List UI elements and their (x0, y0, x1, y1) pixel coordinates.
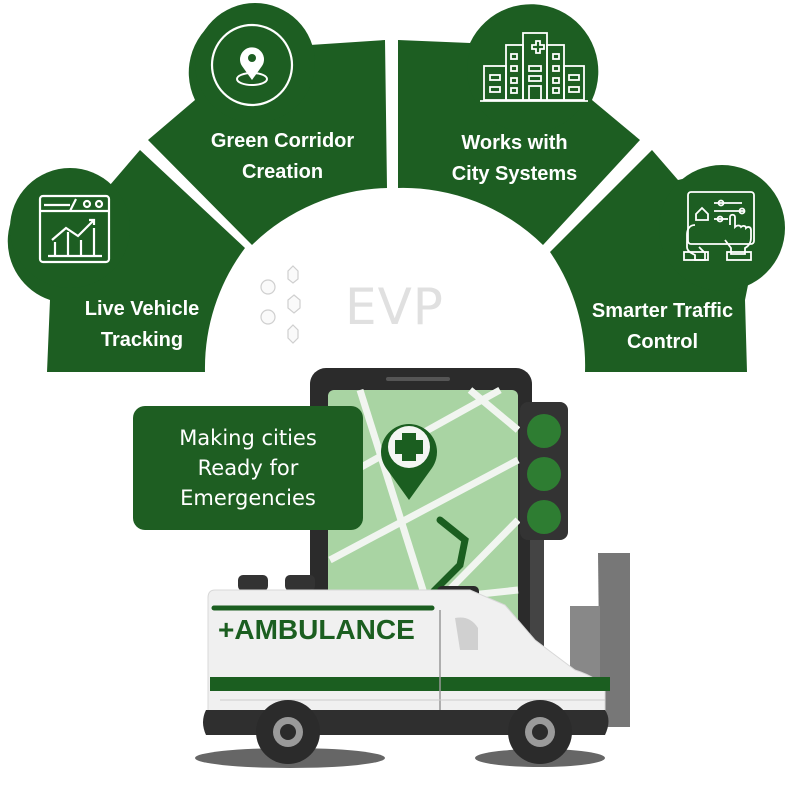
segment-label-green-corridor-creation: Green Corridor Creation (195, 126, 370, 188)
tablet-control-icon (683, 191, 755, 261)
segment-label-line: Tracking (100, 329, 184, 351)
tagline-line: Ready for (197, 456, 299, 480)
segment-label-line: Green Corridor (210, 130, 355, 152)
evp-logo-text: EVP (345, 278, 444, 336)
segment-label-line: Creation (241, 161, 324, 183)
segment-label-smarter-traffic-control: Smarter Traffic Control (575, 296, 750, 358)
hospital-building-icon (480, 32, 588, 102)
ambulance-label: +AMBULANCE (218, 614, 415, 645)
tagline-line: Emergencies (180, 486, 316, 510)
segment-label-line: Works with (461, 132, 568, 154)
hospital-pin-icon (381, 424, 437, 500)
segment-label-line: Live Vehicle (84, 298, 200, 320)
segment-label-line: City Systems (451, 163, 578, 185)
segment-label-line: Control (626, 331, 699, 353)
analytics-dashboard-icon (38, 194, 111, 264)
evp-logo-mark (260, 265, 301, 344)
ambulance (195, 575, 610, 768)
segment-label-live-vehicle-tracking: Live Vehicle Tracking (62, 294, 222, 356)
segment-label-line: Smarter Traffic (591, 300, 734, 322)
location-pin-icon (210, 23, 294, 107)
tagline-line: Making cities (179, 426, 317, 450)
segment-label-works-with-city-systems: Works with City Systems (432, 128, 597, 190)
tagline-callout: Making cities Ready for Emergencies (133, 406, 363, 530)
